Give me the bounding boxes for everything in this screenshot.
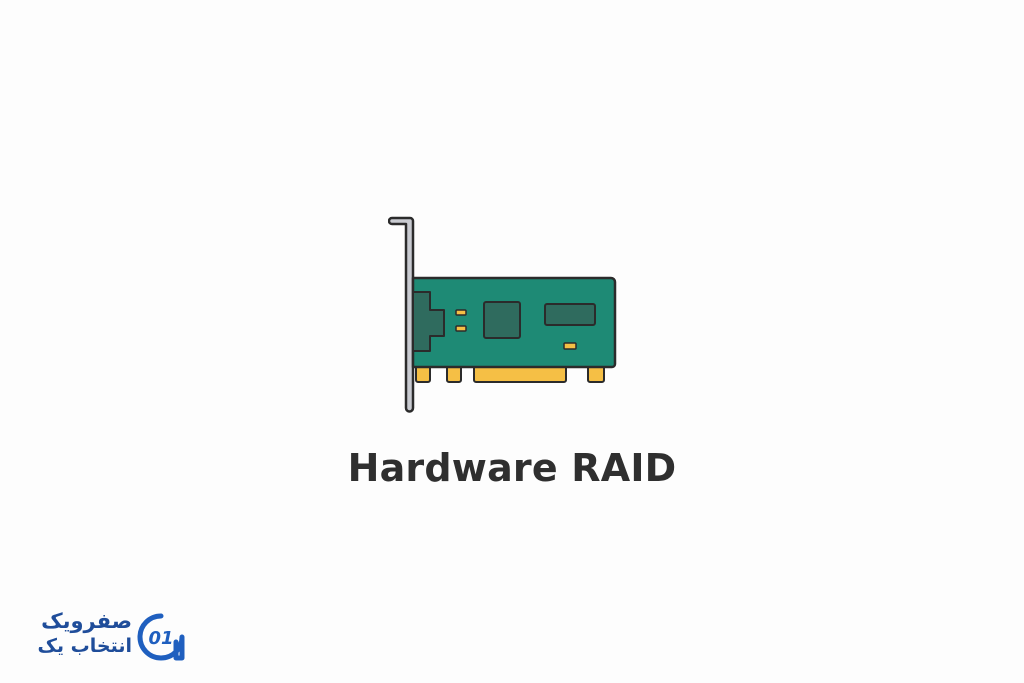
brand-name-line1: صفرویک [41,609,132,633]
small-component [563,342,577,350]
led-1 [455,309,467,316]
brand-name-line2: انتخاب یک [37,635,132,657]
memory-chip [544,303,596,326]
led-2 [455,325,467,332]
card-bracket [388,216,415,413]
brand-mark-icon: 01 [137,613,185,661]
caption-title: Hardware RAID [347,446,677,490]
raid-controller-card-icon [388,216,617,413]
brand-logo-text: صفرویک انتخاب یک [22,608,132,658]
brand-mark-text: 01 [148,628,173,649]
card-port-block [412,291,445,352]
main-chip [483,301,521,339]
brand-logo[interactable]: صفرویک انتخاب یک 01 [22,608,188,670]
